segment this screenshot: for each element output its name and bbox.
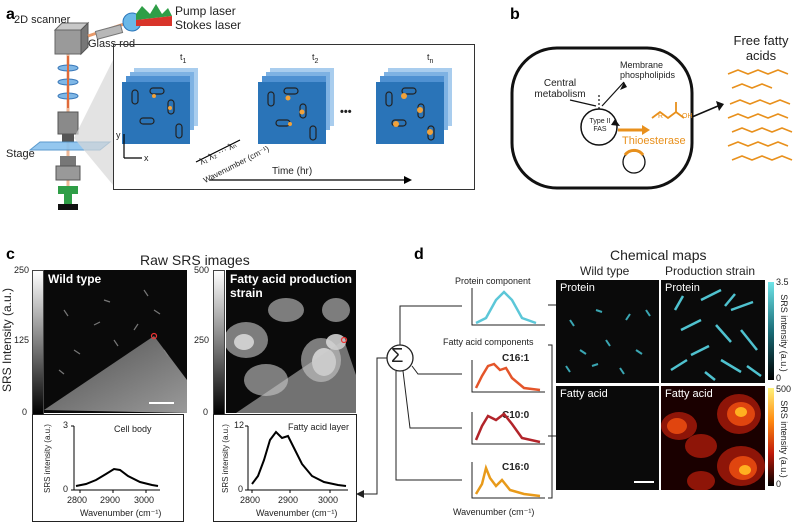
protein-colorbar-ylabel: SRS intensity (a.u.) (779, 294, 789, 372)
protein-map-production-strain (661, 280, 765, 383)
protein-label-wild-type: Protein (560, 282, 595, 294)
protein-map-wild-type (556, 280, 659, 383)
wild-type-map-header: Wild type (580, 264, 629, 278)
protein-label-production-strain: Protein (665, 282, 700, 294)
fatty-acid-label-production-strain: Fatty acid (665, 388, 713, 400)
fatty-acid-label-wild-type: Fatty acid (560, 388, 608, 400)
fatty-colorbar-ylabel: SRS intensity (a.u.) (779, 400, 789, 478)
protein-colorbar-tick-max: 3.5 (776, 277, 789, 287)
production-strain-map-header: Production strain (665, 264, 755, 278)
fatty-colorbar-tick-max: 500 (776, 384, 791, 394)
fatty-acid-map-wild-type (556, 386, 659, 490)
protein-colorbar (768, 282, 774, 380)
fatty-colorbar-tick-min: 0 (776, 479, 781, 489)
protein-colorbar-tick-min: 0 (776, 373, 781, 383)
fatty-acid-map-production-strain (661, 386, 765, 490)
fatty-acid-colorbar (768, 388, 774, 486)
